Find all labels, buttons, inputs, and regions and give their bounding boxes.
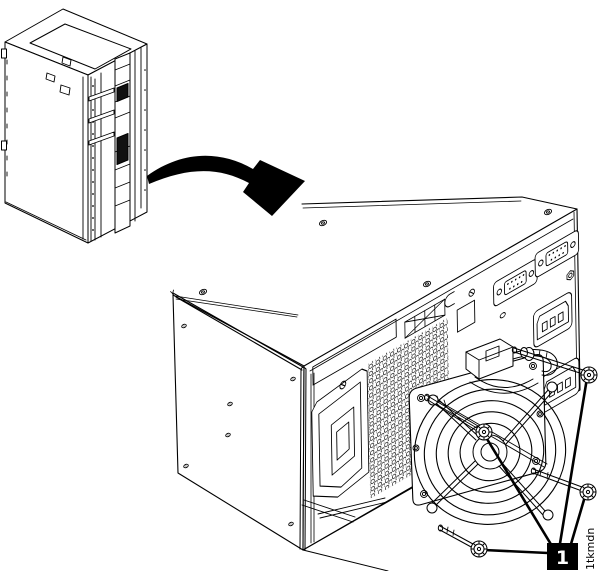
thumbscrew-head-3 xyxy=(579,483,597,501)
fan-cable-connector xyxy=(465,338,514,380)
flow-arrow xyxy=(147,155,305,216)
callout-1-label: 1 xyxy=(556,547,569,569)
bracket-screw xyxy=(339,380,347,390)
rack-top-recess xyxy=(29,23,132,70)
artwork-id-text: 1tkmdn xyxy=(584,528,597,570)
panel-screw xyxy=(468,288,475,297)
vent-grille xyxy=(404,298,446,339)
rack-hinge-top xyxy=(1,48,7,59)
thumbscrew-head-4 xyxy=(470,540,488,558)
bottom-flange xyxy=(301,499,356,523)
rack-module-dark-2 xyxy=(116,133,129,165)
chassis-top-front-edge xyxy=(301,196,578,210)
rack-cabinet xyxy=(1,8,148,244)
rack-shelves xyxy=(88,87,115,146)
chassis-top-left-seam xyxy=(174,295,299,318)
rack-panel-vents xyxy=(45,56,72,96)
cable-loop xyxy=(469,376,539,394)
thumbscrew-head-2 xyxy=(580,366,598,384)
callout-leader-lines xyxy=(482,376,589,555)
rack-hinge-bottom xyxy=(1,140,7,151)
chassis-left-top-edge xyxy=(172,292,304,371)
guard-ears xyxy=(426,381,558,521)
leader-to-screw-1 xyxy=(482,432,554,548)
thumbscrew-shaft-4 xyxy=(437,524,474,549)
callout-1-box xyxy=(547,543,578,570)
rack-interior xyxy=(88,47,146,242)
leader-to-screw-4 xyxy=(482,548,550,555)
hex-standoff xyxy=(566,270,575,281)
thumbscrew-shaft-3 xyxy=(530,467,583,492)
corner-pin xyxy=(170,289,174,295)
blank-plate xyxy=(312,318,397,386)
leader-to-screw-3 xyxy=(569,491,588,546)
thumbscrew-head-1 xyxy=(475,423,493,441)
thumbscrew-shaft-1 xyxy=(424,393,479,432)
leader-to-screw-2 xyxy=(558,376,589,545)
panel-hole xyxy=(499,312,506,319)
cable-notch xyxy=(444,291,455,308)
callout-1: 1 xyxy=(547,543,578,570)
switch-bracket xyxy=(311,368,370,498)
thumbscrew-shaft-2 xyxy=(511,346,584,375)
fan-screw-shafts xyxy=(424,346,584,549)
rack-module-dark-1 xyxy=(116,83,129,102)
small-cutout xyxy=(456,299,476,333)
chassis-corner-chamfer xyxy=(299,366,307,551)
